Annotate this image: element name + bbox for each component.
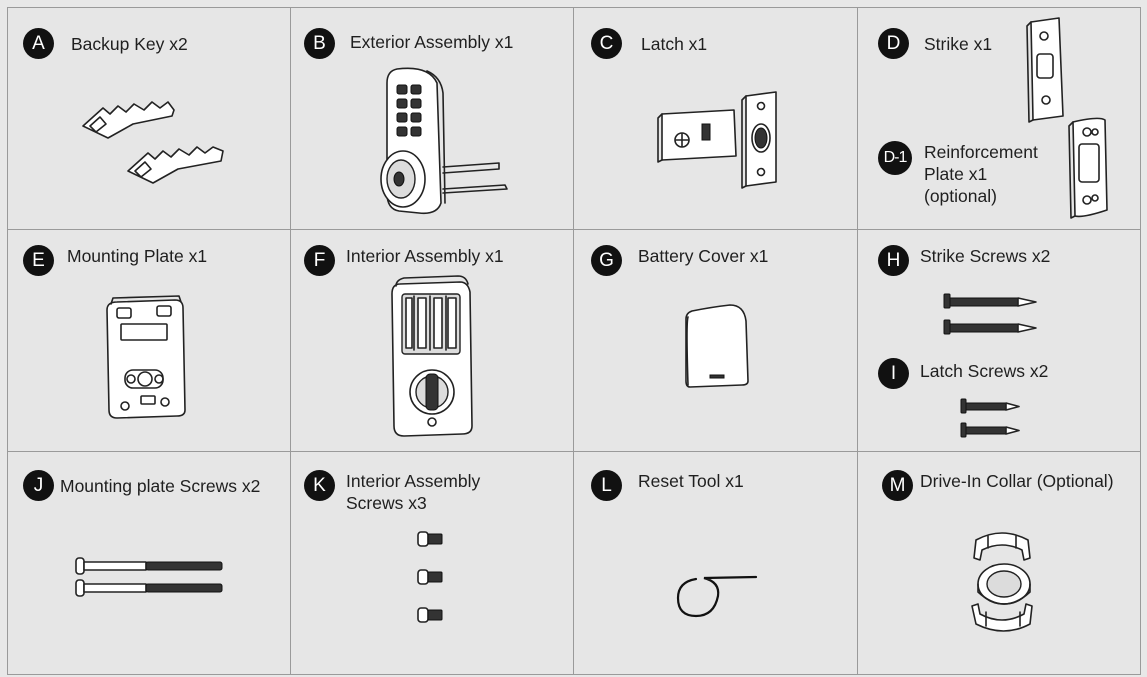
part-cell-j: J Mounting plate Screws x2 <box>8 452 291 675</box>
interior-screw-icon <box>417 531 443 623</box>
part-cell-g: G Battery Cover x1 <box>574 230 858 452</box>
part-cell-b: B Exterior Assembly x1 <box>291 8 574 230</box>
battery-cover-icon <box>685 304 749 388</box>
part-letter-badge: F <box>304 245 335 276</box>
part-label: Strike Screws x2 <box>920 246 1051 266</box>
part-cell-a: A Backup Key x2 <box>8 8 291 230</box>
part-label: Reinforcement Plate x1 (optional) <box>924 142 1038 206</box>
part-cell-f: F Interior Assembly x1 <box>291 230 574 452</box>
strike-screw-icon <box>943 293 1037 335</box>
part-label: Mounting plate Screws x2 <box>60 476 261 496</box>
mounting-plate-icon <box>106 295 186 419</box>
interior-assembly-icon <box>391 275 473 437</box>
exterior-assembly-icon <box>380 67 508 215</box>
parts-list-grid: A Backup Key x2 B Exterior Assembly x1 <box>7 7 1141 675</box>
reinforcement-plate-icon <box>1068 117 1108 219</box>
reset-tool-icon <box>676 575 758 618</box>
strike-icon <box>1026 17 1064 123</box>
mounting-screw-icon <box>75 557 223 597</box>
part-cell-h: H Strike Screws x2 I Latch Screws x2 <box>858 230 1141 452</box>
part-letter-badge: L <box>591 470 622 501</box>
part-label: Reset Tool x1 <box>638 471 744 491</box>
part-label: Strike x1 <box>924 34 993 54</box>
part-label: Backup Key x2 <box>71 34 188 54</box>
part-letter-badge: E <box>23 245 54 276</box>
latch-screw-icon <box>960 398 1020 438</box>
part-letter-badge: K <box>304 470 335 501</box>
part-label: Latch Screws x2 <box>920 361 1049 381</box>
part-label: Interior Assembly x1 <box>346 246 504 266</box>
latch-icon <box>657 91 777 189</box>
part-label: Exterior Assembly x1 <box>350 32 514 52</box>
part-cell-c: C Latch x1 <box>574 8 858 230</box>
drive-in-collar-icon <box>971 532 1033 632</box>
part-label: Battery Cover x1 <box>638 246 769 266</box>
part-letter-badge: D <box>878 28 909 59</box>
part-letter-badge: I <box>878 358 909 389</box>
part-letter-badge: B <box>304 28 335 59</box>
part-letter-badge: G <box>591 245 622 276</box>
part-letter-badge: D-1 <box>878 141 912 175</box>
part-label: Latch x1 <box>641 34 708 54</box>
part-cell-k: K Interior Assembly Screws x3 <box>291 452 574 675</box>
part-label: Interior Assembly Screws x3 <box>346 471 481 513</box>
part-letter-badge: A <box>23 28 54 59</box>
part-letter-badge: C <box>591 28 622 59</box>
part-letter-badge: J <box>23 470 54 501</box>
key-icon <box>82 101 224 184</box>
part-label: Mounting Plate x1 <box>67 246 208 266</box>
part-letter-badge: M <box>882 470 913 501</box>
part-cell-m: M Drive-In Collar (Optional) <box>858 452 1141 675</box>
part-label: Drive-In Collar (Optional) <box>920 471 1114 491</box>
part-cell-e: E Mounting Plate x1 <box>8 230 291 452</box>
part-letter-badge: H <box>878 245 909 276</box>
part-cell-l: L Reset Tool x1 <box>574 452 858 675</box>
part-cell-d: D Strike x1 D-1 Reinforcement Plate x1 (… <box>858 8 1141 230</box>
